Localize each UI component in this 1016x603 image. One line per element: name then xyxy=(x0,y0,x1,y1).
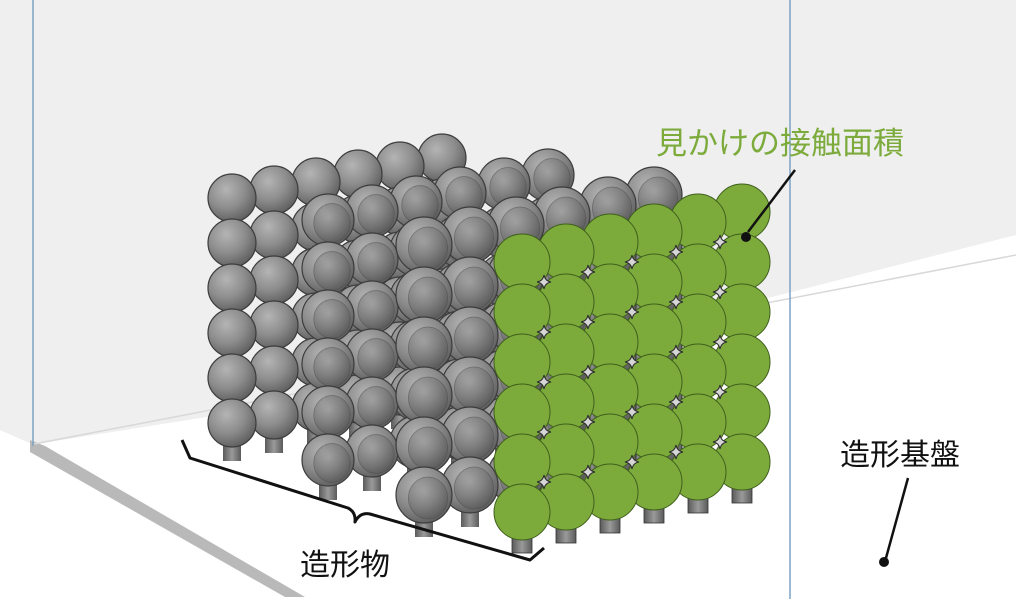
sphere-contact-patch xyxy=(453,266,494,310)
gray-sphere xyxy=(249,255,299,305)
floor-edge xyxy=(30,440,305,597)
gap-diamond xyxy=(624,304,640,320)
sphere-contact-patch xyxy=(453,416,494,460)
sphere-contact-patch xyxy=(453,216,494,260)
gap-diamond xyxy=(668,444,684,460)
gray-sphere xyxy=(207,308,257,358)
gray-sphere xyxy=(207,218,257,268)
gap-diamond xyxy=(668,394,684,410)
build-plate-label: 造形基盤 xyxy=(840,438,960,473)
contact-area-label: 見かけの接触面積 xyxy=(656,126,904,162)
gap-diamond xyxy=(712,284,728,300)
support-stem xyxy=(223,443,241,461)
sphere-contact-patch xyxy=(453,316,494,360)
sphere-contact-patch xyxy=(407,326,448,370)
gray-sphere xyxy=(249,300,299,350)
gap-diamond xyxy=(580,314,596,330)
gap-diamond xyxy=(580,414,596,430)
green-layer-front xyxy=(493,183,771,554)
sphere-contact-patch xyxy=(313,443,351,483)
gap-diamond xyxy=(668,244,684,260)
support-stem xyxy=(265,435,283,453)
build-plate-leader-dot xyxy=(879,557,889,567)
gray-sphere xyxy=(249,390,299,440)
gray-sphere xyxy=(207,173,257,223)
support-stem xyxy=(363,473,381,491)
sphere-contact-patch xyxy=(313,251,351,291)
sphere-contact-patch xyxy=(357,242,395,282)
gap-diamond xyxy=(580,364,596,380)
gap-diamond xyxy=(624,404,640,420)
sphere-contact-patch xyxy=(313,347,351,387)
gap-diamond xyxy=(624,454,640,470)
gap-diamond xyxy=(624,254,640,270)
gray-sphere xyxy=(249,165,299,215)
gray-sphere xyxy=(207,353,257,403)
gray-sphere xyxy=(249,210,299,260)
sphere-contact-patch xyxy=(407,276,448,320)
build-object-label: 造形物 xyxy=(300,548,390,583)
gap-diamond xyxy=(668,294,684,310)
gap-diamond xyxy=(712,434,728,450)
sphere-contact-patch xyxy=(453,466,494,510)
sphere-contact-patch xyxy=(357,338,395,378)
gap-diamond xyxy=(536,474,552,490)
gray-sphere xyxy=(249,345,299,395)
sphere-contact-patch xyxy=(453,366,494,410)
green-contact-disc xyxy=(493,483,551,541)
gap-diamond xyxy=(536,324,552,340)
annotations xyxy=(180,169,910,567)
gap-diamond xyxy=(536,424,552,440)
contact-area-leader xyxy=(747,169,796,233)
sphere-contact-patch xyxy=(357,386,395,426)
gap-diamond xyxy=(712,384,728,400)
gap-diamond xyxy=(624,354,640,370)
gap-diamond xyxy=(580,464,596,480)
build-plate-leader xyxy=(884,477,910,559)
support-stem xyxy=(319,482,337,500)
gap-diamond xyxy=(536,274,552,290)
sphere-contact-patch xyxy=(357,194,395,234)
contact-area-leader-dot xyxy=(741,232,751,242)
sphere-contact-patch xyxy=(407,426,448,470)
sphere-contact-patch xyxy=(407,476,448,520)
sphere-contact-patch xyxy=(407,376,448,420)
gray-sphere xyxy=(207,263,257,313)
build-object-brace xyxy=(180,439,545,562)
sphere-contact-patch xyxy=(357,290,395,330)
gap-diamond xyxy=(580,264,596,280)
sphere-contact-patch xyxy=(313,203,351,243)
gap-diamond xyxy=(712,334,728,350)
sphere-contact-patch xyxy=(357,434,395,474)
sphere-contact-patch xyxy=(407,226,448,270)
gap-diamond xyxy=(712,234,728,250)
sphere-contact-patch xyxy=(313,299,351,339)
gap-diamond xyxy=(668,344,684,360)
sphere-contact-patch xyxy=(313,395,351,435)
gap-diamond xyxy=(536,374,552,390)
support-stem xyxy=(461,509,479,527)
gray-sphere xyxy=(207,398,257,448)
contact-face-layer xyxy=(493,183,771,554)
